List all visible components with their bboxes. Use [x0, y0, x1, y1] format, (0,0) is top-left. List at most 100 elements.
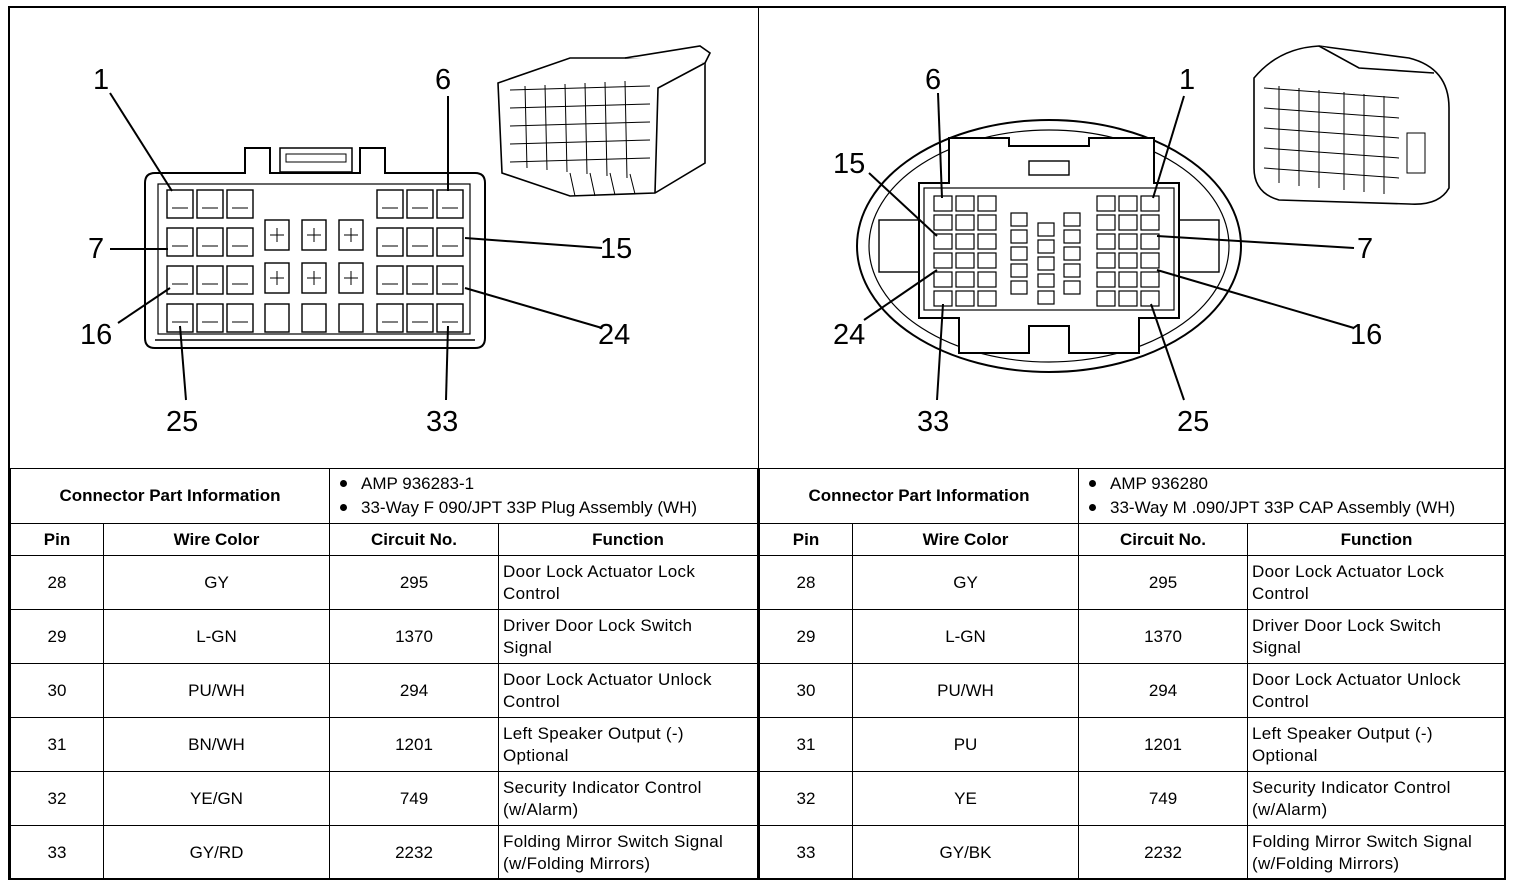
- circuit-cell: 1201: [1078, 717, 1249, 772]
- column-header-pin: Pin: [759, 523, 853, 556]
- pin-cell: 29: [10, 609, 104, 664]
- wire-color-cell: PU/WH: [851, 663, 1080, 718]
- wire-color-cell: L-GN: [851, 609, 1080, 664]
- pin-callout: 25: [166, 406, 199, 438]
- part-number: AMP 936280: [1089, 472, 1505, 496]
- pin-cell: 30: [759, 663, 853, 718]
- wire-color-cell: BN/WH: [102, 717, 331, 772]
- column-header-circuit: Circuit No.: [1078, 523, 1249, 556]
- pin-cell: 31: [759, 717, 853, 772]
- connector-panel-male: 6 1 15 7 24 16 33 25 Connector Part Info…: [758, 8, 1506, 880]
- part-description: 33-Way M .090/JPT 33P CAP Assembly (WH): [1089, 496, 1505, 520]
- circuit-cell: 295: [1078, 555, 1249, 610]
- pin-callout: 6: [435, 64, 452, 96]
- function-cell: Left Speaker Output (-)Optional: [1247, 717, 1506, 772]
- circuit-cell: 2232: [1078, 825, 1249, 880]
- wire-color-cell: YE: [851, 771, 1080, 826]
- bullet-icon: [1089, 504, 1097, 512]
- wire-color-cell: GY: [851, 555, 1080, 610]
- pin-callout: 15: [600, 233, 633, 265]
- pin-callout: 16: [80, 319, 113, 351]
- pin-callout: 1: [93, 64, 110, 96]
- column-header-wire-color: Wire Color: [102, 523, 331, 556]
- column-header-wire-color: Wire Color: [851, 523, 1080, 556]
- function-cell: Left Speaker Output (-)Optional: [498, 717, 758, 772]
- circuit-cell: 749: [329, 771, 500, 826]
- column-header-function: Function: [1247, 523, 1506, 556]
- pin-callout: 33: [426, 406, 459, 438]
- column-header-circuit: Circuit No.: [329, 523, 500, 556]
- connector-figure-female: 1 6 7 15 16 24 25 33: [10, 8, 758, 468]
- pinout-table-female: Connector Part Information AMP 936283-1 …: [9, 468, 758, 880]
- pin-callout: 1: [1179, 64, 1196, 96]
- circuit-cell: 1370: [1078, 609, 1249, 664]
- bullet-icon: [340, 504, 348, 512]
- pin-callout: 6: [925, 64, 942, 96]
- circuit-cell: 2232: [329, 825, 500, 880]
- column-header-function: Function: [498, 523, 758, 556]
- pin-callout: 15: [833, 148, 866, 180]
- function-cell: Folding Mirror Switch Signal(w/Folding M…: [498, 825, 758, 880]
- table-row: 32 YE 749 Security Indicator Control(w/A…: [759, 771, 1506, 826]
- table-row: 31 BN/WH 1201 Left Speaker Output (-)Opt…: [10, 717, 758, 772]
- wire-color-cell: YE/GN: [102, 771, 331, 826]
- connector-panel-female: 1 6 7 15 16 24 25 33 Connector Part Info…: [9, 8, 759, 880]
- column-header-pin: Pin: [10, 523, 104, 556]
- wire-color-cell: GY/BK: [851, 825, 1080, 880]
- pin-cell: 30: [10, 663, 104, 718]
- bullet-icon: [340, 480, 348, 488]
- part-info-list: AMP 936280 33-Way M .090/JPT 33P CAP Ass…: [1078, 468, 1506, 524]
- part-info-label: Connector Part Information: [9, 468, 331, 524]
- table-header-row: Pin Wire Color Circuit No. Function: [759, 523, 1506, 556]
- part-info-row: Connector Part Information AMP 936283-1 …: [9, 468, 758, 524]
- pin-cell: 32: [759, 771, 853, 826]
- table-row: 33 GY/RD 2232 Folding Mirror Switch Sign…: [10, 825, 758, 880]
- part-info-row: Connector Part Information AMP 936280 33…: [758, 468, 1506, 524]
- connector-figure-male: 6 1 15 7 24 16 33 25: [759, 8, 1506, 468]
- pin-callout: 33: [917, 406, 950, 438]
- pin-cell: 33: [10, 825, 104, 880]
- connector-sheet: 1 6 7 15 16 24 25 33 Connector Part Info…: [8, 6, 1506, 880]
- pin-cell: 29: [759, 609, 853, 664]
- pin-callout: 7: [1357, 233, 1374, 265]
- pin-cell: 28: [759, 555, 853, 610]
- wire-color-cell: PU: [851, 717, 1080, 772]
- function-cell: Security Indicator Control(w/Alarm): [1247, 771, 1506, 826]
- part-info-list: AMP 936283-1 33-Way F 090/JPT 33P Plug A…: [329, 468, 758, 524]
- table-row: 31 PU 1201 Left Speaker Output (-)Option…: [759, 717, 1506, 772]
- pin-cell: 33: [759, 825, 853, 880]
- function-cell: Folding Mirror Switch Signal(w/Folding M…: [1247, 825, 1506, 880]
- pinout-table-male: Connector Part Information AMP 936280 33…: [758, 468, 1506, 880]
- pin-cell: 32: [10, 771, 104, 826]
- circuit-cell: 1370: [329, 609, 500, 664]
- circuit-cell: 295: [329, 555, 500, 610]
- pin-callout: 16: [1350, 319, 1383, 351]
- wire-color-cell: L-GN: [102, 609, 331, 664]
- pin-cell: 31: [10, 717, 104, 772]
- pin-callout: 24: [598, 319, 631, 351]
- bullet-icon: [1089, 480, 1097, 488]
- part-info-label: Connector Part Information: [758, 468, 1080, 524]
- table-row: 32 YE/GN 749 Security Indicator Control(…: [10, 771, 758, 826]
- pin-callout: 7: [88, 233, 105, 265]
- wire-color-cell: GY/RD: [102, 825, 331, 880]
- pin-cell: 28: [10, 555, 104, 610]
- wire-color-cell: GY: [102, 555, 331, 610]
- pin-callout: 24: [833, 319, 866, 351]
- circuit-cell: 294: [329, 663, 500, 718]
- pin-callout: 25: [1177, 406, 1210, 438]
- circuit-cell: 1201: [329, 717, 500, 772]
- wire-color-cell: PU/WH: [102, 663, 331, 718]
- table-header-row: Pin Wire Color Circuit No. Function: [10, 523, 758, 556]
- circuit-cell: 749: [1078, 771, 1249, 826]
